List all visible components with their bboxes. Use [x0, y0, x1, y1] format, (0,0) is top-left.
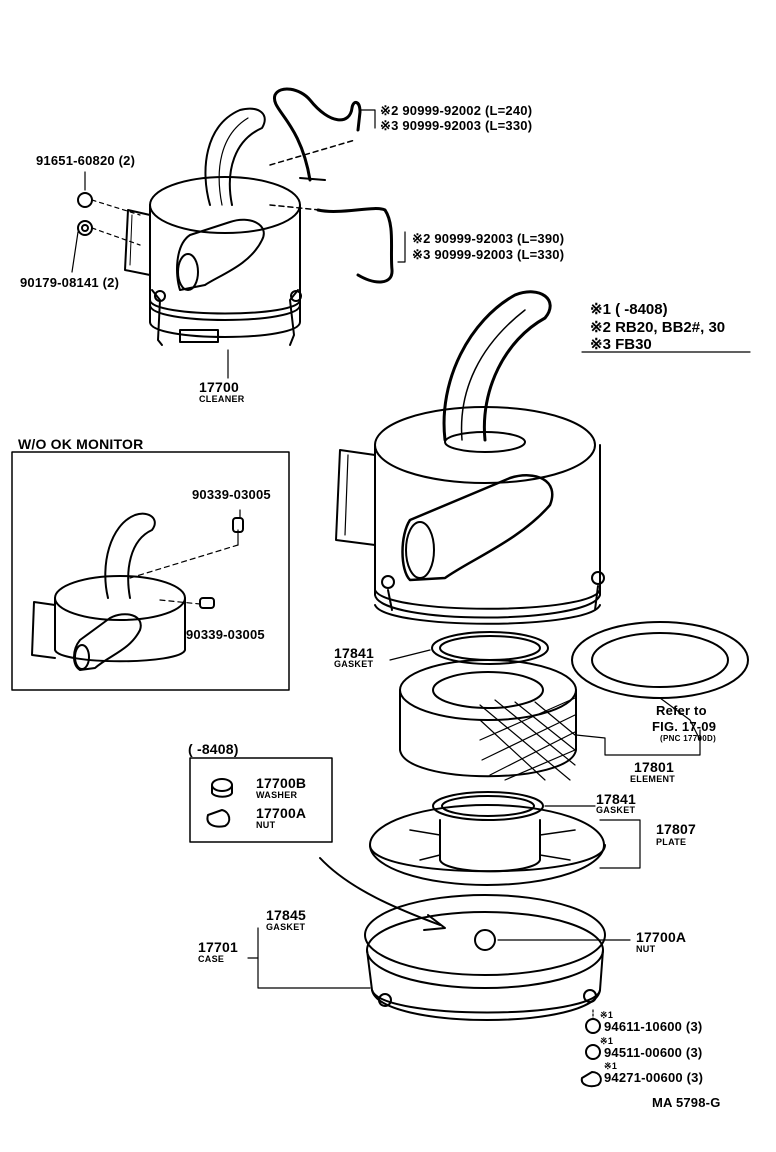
element-part-number: 17801: [634, 759, 674, 775]
washer1-part-number: 94611-10600 (3): [604, 1019, 703, 1034]
washer-nut-hardware: [580, 1009, 602, 1088]
inset-8408-title: ( -8408): [188, 741, 239, 757]
plug-part-number-1: 90339-03005: [192, 487, 271, 502]
wo-ok-monitor-inset: [11, 451, 290, 691]
hose-top-label-3: ※3 90999-92003 (L=330): [380, 118, 533, 133]
wo-ok-monitor-title: W/O OK MONITOR: [18, 436, 144, 452]
gasket-top-name: GASKET: [334, 659, 374, 669]
cleaner-part-number: 17700: [199, 379, 239, 395]
case-17701: [247, 894, 631, 1021]
inset-8408-box: [189, 757, 333, 843]
gasket2-name: GASKET: [596, 805, 636, 815]
refer-to-line-1: Refer to: [656, 703, 707, 718]
cleaner-name: CLEANER: [199, 394, 245, 404]
washer1-mark: ※1: [600, 1010, 614, 1020]
secondary-element-ring: [571, 621, 749, 741]
gasket-17841-top: [389, 631, 549, 665]
gasket2-part-number: 17841: [596, 791, 636, 807]
nut2-part-number: 17700A: [256, 805, 307, 821]
note-2: ※2 RB20, BB2#, 30: [590, 319, 726, 336]
refer-to-line-2: FIG. 17-09: [652, 719, 717, 734]
note-3: ※3 FB30: [590, 336, 652, 353]
nut3-part-number: 17700A: [636, 929, 687, 945]
hose-mid-label-3: ※3 90999-92003 (L=330): [412, 247, 565, 262]
small-cleaner-assembly: [71, 87, 406, 379]
refer-to-line-3: (PNC 17700D): [660, 734, 717, 743]
hose-top-label-2: ※2 90999-92002 (L=240): [380, 103, 533, 118]
case-part-number: 17701: [198, 939, 238, 955]
element-17801: [399, 659, 701, 781]
washer-name: WASHER: [256, 790, 298, 800]
gasket3-part-number: 17845: [266, 907, 306, 923]
nut-part-number: 90179-08141 (2): [20, 275, 120, 290]
diagram-code: MA 5798-G: [652, 1095, 721, 1110]
nut4-part-number: 94271-00600 (3): [604, 1070, 704, 1085]
plate-name: PLATE: [656, 837, 687, 847]
nut2-name: NUT: [256, 820, 276, 830]
element-name: ELEMENT: [630, 774, 676, 784]
nut3-name: NUT: [636, 944, 656, 954]
flow-arrow: [319, 857, 441, 926]
plate-17807: [369, 791, 641, 886]
plate-part-number: 17807: [656, 821, 696, 837]
note-1: ※1 ( -8408): [590, 301, 668, 318]
flow-arrow-head: [423, 914, 446, 931]
washer2-part-number: 94511-00600 (3): [604, 1045, 703, 1060]
washer-part-number: 17700B: [256, 775, 307, 791]
washer2-mark: ※1: [600, 1036, 614, 1046]
gasket-top-part-number: 17841: [334, 645, 374, 661]
case-name: CASE: [198, 954, 225, 964]
hose-mid-label-2: ※2 90999-92003 (L=390): [412, 231, 565, 246]
gasket3-name: GASKET: [266, 922, 306, 932]
main-cleaner-assembly: [335, 290, 605, 625]
nut4-mark: ※1: [604, 1061, 618, 1071]
clip-part-number: 91651-60820 (2): [36, 153, 136, 168]
plug-part-number-2: 90339-03005: [186, 627, 265, 642]
